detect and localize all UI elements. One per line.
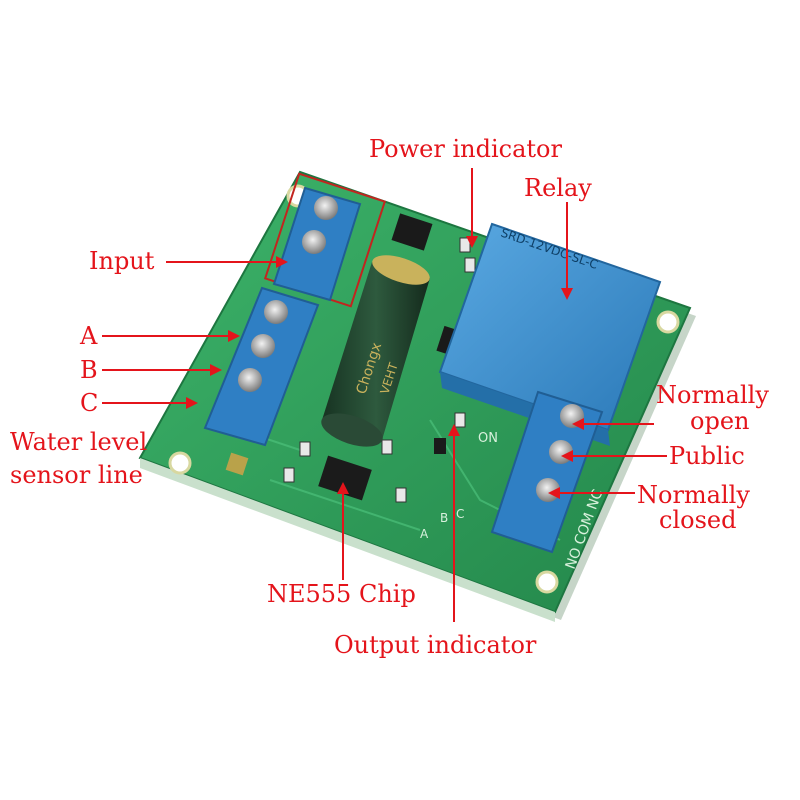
label-water-level-line2: sensor line xyxy=(10,461,143,489)
input-terminal-graphic xyxy=(263,172,387,308)
label-a: A xyxy=(80,322,98,350)
label-normally-closed-line2: closed xyxy=(659,506,737,534)
on-silkscreen: ON xyxy=(478,431,498,446)
label-normally-open-line1: Normally xyxy=(656,381,769,409)
mounting-hole xyxy=(535,570,559,594)
smd-components xyxy=(283,213,476,503)
label-water-level-line1: Water level xyxy=(10,428,148,456)
label-normally-open-line2: open xyxy=(690,407,750,435)
label-c: C xyxy=(80,389,99,417)
mounting-hole xyxy=(168,451,192,475)
label-input: Input xyxy=(89,247,155,275)
ne555-chip-graphic xyxy=(318,455,372,501)
label-ne555: NE555 Chip xyxy=(267,580,416,608)
label-power-indicator: Power indicator xyxy=(369,135,562,163)
label-public: Public xyxy=(669,442,745,470)
label-b: B xyxy=(80,356,98,384)
label-relay: Relay xyxy=(524,174,592,202)
label-output-indicator: Output indicator xyxy=(334,631,537,659)
capacitor-graphic: Chongx VEHT xyxy=(321,255,430,447)
label-normally-closed-line1: Normally xyxy=(637,481,750,509)
silk-c: C xyxy=(456,507,464,521)
silk-b: B xyxy=(440,511,448,525)
silk-a: A xyxy=(420,527,429,541)
sensor-terminal-graphic xyxy=(203,286,320,447)
mounting-hole xyxy=(656,310,680,334)
callout-arrows xyxy=(102,168,667,622)
